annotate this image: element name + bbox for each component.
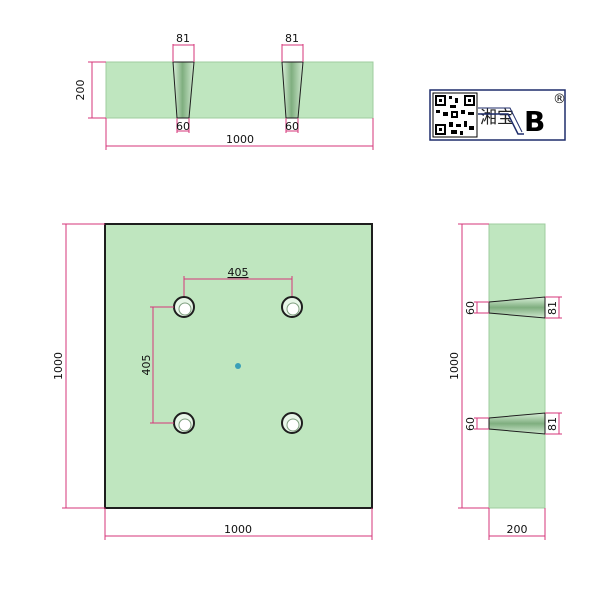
side-upper-hole-left-dim: 60 — [464, 301, 477, 315]
top-hole-left-top-dim: 81 — [176, 32, 190, 45]
brand-letter: B — [524, 105, 545, 138]
front-hole-spacing-horizontal-dim: 405 — [228, 266, 249, 279]
top-view-height-dim: 200 — [74, 80, 87, 101]
front-view-hole — [173, 412, 195, 434]
top-hole-left-bottom-dim: 60 — [176, 120, 190, 133]
center-point — [235, 363, 241, 369]
side-view-height-dim: 1000 — [448, 352, 461, 380]
brand-name: 湘宝 — [480, 108, 514, 128]
front-view-hole — [281, 412, 303, 434]
side-view: 60 81 60 81 1000 200 — [448, 223, 562, 540]
side-lower-hole-right-dim: 81 — [546, 417, 559, 431]
top-view-width-dim: 1000 — [226, 133, 254, 146]
top-view: 81 81 60 60 200 1000 — [74, 32, 374, 150]
side-upper-hole-right-dim: 81 — [546, 301, 559, 315]
qr-code-icon — [432, 92, 478, 138]
front-view: 405 405 1000 1000 — [52, 223, 373, 540]
top-hole-right-bottom-dim: 60 — [285, 120, 299, 133]
front-view-hole — [173, 296, 195, 318]
top-hole-right-top-dim: 81 — [285, 32, 299, 45]
front-view-width-dim: 1000 — [224, 523, 252, 536]
front-hole-spacing-vertical-dim: 405 — [140, 355, 153, 376]
brand-logo: 湘宝 B ® — [429, 89, 566, 141]
front-view-height-dim: 1000 — [52, 352, 65, 380]
top-view-plate — [105, 61, 374, 119]
side-view-plate — [488, 223, 546, 509]
side-lower-hole-left-dim: 60 — [464, 417, 477, 431]
registered-mark: ® — [553, 92, 566, 107]
front-view-hole — [281, 296, 303, 318]
side-view-width-dim: 200 — [507, 523, 528, 536]
